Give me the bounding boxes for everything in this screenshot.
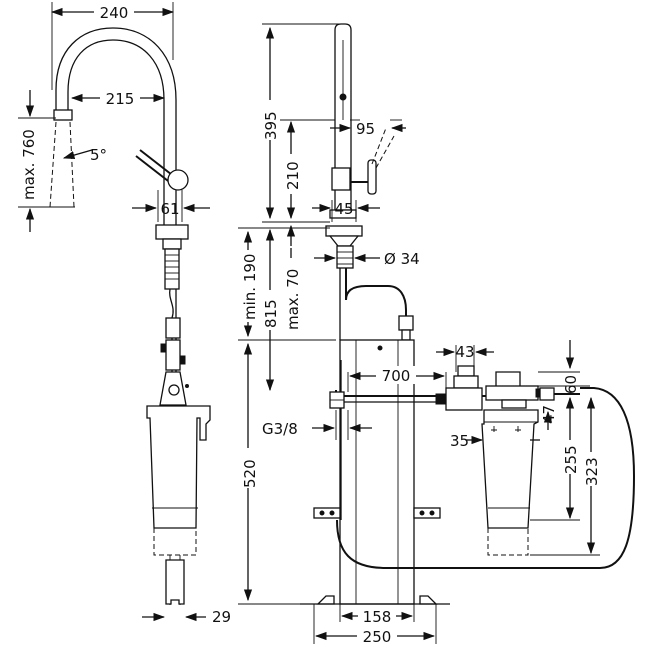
left-base	[155, 224, 189, 240]
dim-label-95: 95	[356, 120, 375, 138]
dim-label-dia-34: Ø 34	[384, 250, 420, 268]
dim-label-max-760: max. 760	[20, 129, 38, 200]
dim-label-61: 61	[160, 200, 179, 218]
dim-label-323: 323	[583, 457, 601, 486]
left-filter	[146, 405, 211, 529]
bracket-right	[413, 507, 441, 519]
right-shank	[336, 245, 354, 269]
dim-label-215: 215	[106, 90, 135, 108]
dim-label-47: 47	[540, 405, 558, 424]
dim-label-g38: G3/8	[262, 420, 298, 438]
left-drain	[165, 559, 185, 605]
dim-label-43: 43	[455, 343, 474, 361]
dim-label-520: 520	[241, 459, 259, 488]
long-hose	[336, 387, 636, 569]
side-lever	[367, 159, 377, 195]
dim-label-158: 158	[363, 608, 392, 626]
dim-label-250: 250	[363, 628, 392, 646]
dim-label-700: 700	[382, 367, 411, 385]
dim-label-240: 240	[100, 4, 129, 22]
dim-label-210: 210	[284, 161, 302, 190]
dim-label-395: 395	[262, 111, 280, 140]
dim-label-815: 815	[262, 299, 280, 328]
right-install-view: 395 210 95 45	[238, 23, 636, 646]
dim-label-max-70: max. 70	[284, 269, 302, 330]
dim-label-min-190: min. 190	[241, 254, 259, 320]
dim-label-29: 29	[212, 608, 231, 626]
dim-label-5deg: 5°	[90, 146, 107, 164]
dim-label-60: 60	[562, 375, 580, 394]
dim-label-35: 35	[450, 432, 469, 450]
spout-head	[53, 109, 73, 121]
left-faucet-view: 240 215 max. 760 5° 61	[18, 2, 231, 626]
filter-valve	[445, 387, 483, 411]
lever-knob	[167, 169, 189, 191]
filter-head	[485, 385, 539, 401]
bracket-left	[313, 507, 341, 519]
dim-label-255: 255	[562, 445, 580, 474]
tap-hose	[345, 268, 407, 318]
dim-label-45: 45	[334, 200, 353, 218]
filter-cartridge	[481, 409, 539, 529]
